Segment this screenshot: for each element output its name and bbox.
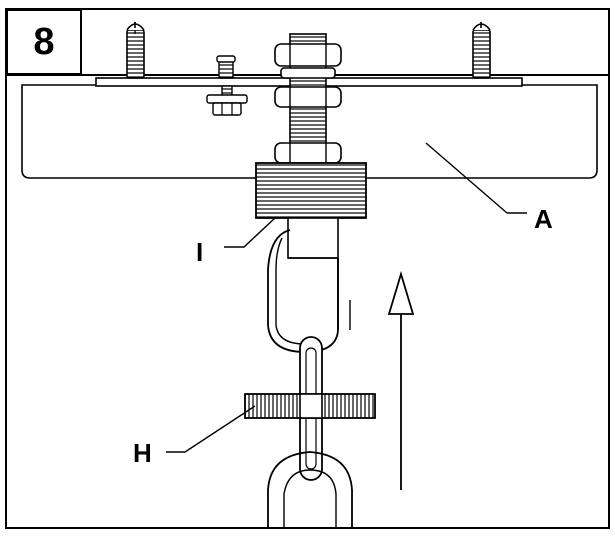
washer-top — [280, 67, 336, 79]
callout-label-a: A — [534, 204, 553, 234]
leader-line-i — [224, 217, 276, 248]
leader-line-h — [166, 405, 256, 453]
step-number: 8 — [33, 20, 55, 63]
nut-under-plate — [274, 86, 342, 108]
diagram-frame — [5, 8, 610, 529]
wood-screw-left — [126, 22, 145, 79]
step-number-badge: 8 — [6, 9, 82, 75]
small-bolt — [206, 55, 248, 116]
up-arrow-icon — [387, 270, 415, 490]
wood-screw-right — [472, 22, 491, 79]
leader-line-a — [425, 142, 508, 214]
chain-link-lower — [267, 451, 353, 528]
nut-top — [274, 43, 342, 67]
chain-link-upper — [267, 229, 339, 353]
swivel-eye — [287, 217, 339, 259]
callout-label-i: I — [196, 237, 203, 267]
callout-label-h: H — [133, 438, 152, 468]
swivel-collar — [255, 162, 367, 219]
nut-lower — [274, 142, 342, 164]
